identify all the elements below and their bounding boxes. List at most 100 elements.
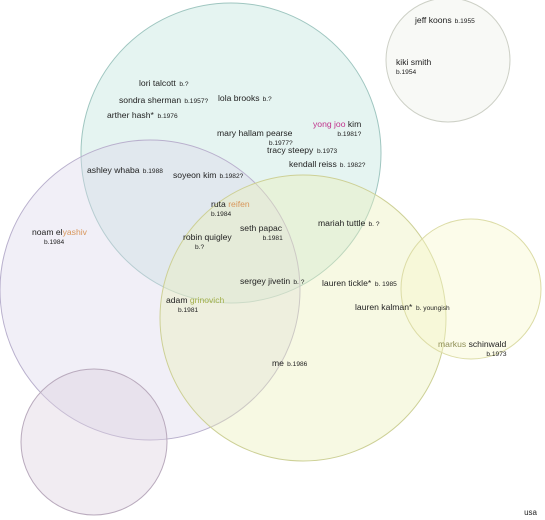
name-part: adam: [166, 295, 188, 305]
name-part: arther hash*: [107, 110, 154, 120]
person-kiki-smith: kiki smith b.1954: [396, 57, 432, 76]
person-name: lori talcott: [139, 78, 176, 88]
person-name: lauren kalman*: [355, 302, 413, 312]
person-name: robin quigley: [183, 232, 232, 242]
name-part: ruta: [211, 199, 226, 209]
name-part: robin quigley: [183, 232, 232, 242]
person-name: sondra sherman: [119, 95, 181, 105]
person-seth-papac: seth papac b.1981: [240, 223, 283, 242]
birth-year: b.1957?: [184, 98, 208, 105]
name-part: lauren kalman*: [355, 302, 413, 312]
name-part: lauren tickle*: [322, 278, 372, 288]
person-name: noam elyashiv: [32, 227, 88, 237]
name-part: reifen: [226, 199, 250, 209]
person-name: mariah tuttle: [318, 218, 366, 228]
birth-year: b. ?: [293, 279, 304, 286]
name-part: kiki smith: [396, 57, 432, 67]
person-name: me: [272, 358, 284, 368]
circle-yellow: [159, 174, 447, 462]
birth-year: b. ?: [369, 221, 380, 228]
person-name: lola brooks: [218, 93, 260, 103]
birth-year: b.1955: [455, 18, 476, 25]
person-name: soyeon kim: [173, 170, 216, 180]
name-part: noam el: [32, 227, 63, 237]
person-name: arther hash*: [107, 110, 154, 120]
person-adam-grinovich: adam grinovich b.1981: [166, 295, 224, 314]
name-part: ashley whaba: [87, 165, 140, 175]
name-part: yashiv: [63, 227, 88, 237]
person-lauren-tickle: lauren tickle*b. 1985: [322, 278, 397, 288]
person-name: sergey jivetin: [240, 276, 290, 286]
birth-year: b.1984: [44, 239, 65, 246]
birth-year: b.1988: [143, 168, 164, 175]
name-part: sondra sherman: [119, 95, 181, 105]
birth-year: b.1977?: [269, 140, 293, 147]
name-part: markus: [438, 339, 466, 349]
name-part: sergey jivetin: [240, 276, 290, 286]
name-part: grinovich: [188, 295, 225, 305]
person-name: ruta reifen: [211, 199, 250, 209]
birth-year: b.1984: [211, 211, 232, 218]
name-part: tracy steepy: [267, 145, 314, 155]
name-part: kim: [346, 119, 362, 129]
birth-year: b. youngish: [416, 305, 450, 312]
person-name: seth papac: [240, 223, 283, 233]
name-part: me: [272, 358, 284, 368]
person-markus-schinwald: markus schinwald b.1973: [438, 339, 507, 358]
person-name: adam grinovich: [166, 295, 224, 305]
person-mary-hallam-pearse: mary hallam pearse b.1977?: [217, 128, 293, 147]
birth-year: b.1981: [263, 235, 284, 242]
person-name: kiki smith: [396, 57, 432, 67]
name-part: lori talcott: [139, 78, 176, 88]
name-part: soyeon kim: [173, 170, 216, 180]
circle-lightyellow: [400, 218, 542, 360]
person-name: ashley whaba: [87, 165, 140, 175]
circle-grey: [385, 0, 511, 123]
birth-year: b.1973: [317, 148, 338, 155]
name-part: seth papac: [240, 223, 283, 233]
person-name: kendall reiss: [289, 159, 337, 169]
name-part: schinwald: [466, 339, 506, 349]
birth-year: b. 1985: [375, 281, 397, 288]
person-robin-quigley: robin quigley b.?: [183, 232, 232, 251]
person-noam-elyashiv: noam elyashiv b.1984: [32, 227, 88, 246]
person-ruta-reifen: ruta reifen b.1984: [211, 199, 250, 218]
birth-year: b.1986: [287, 361, 308, 368]
name-part: lola brooks: [218, 93, 260, 103]
name-part: kendall reiss: [289, 159, 337, 169]
person-lauren-kalman: lauren kalman*b. youngish: [355, 302, 450, 312]
person-name: jeff koons: [414, 15, 452, 25]
corner-label: usa: [524, 508, 537, 517]
birth-year: b.?: [263, 96, 272, 103]
person-name: mary hallam pearse: [217, 128, 293, 138]
name-part: mariah tuttle: [318, 218, 366, 228]
birth-year: b.1973: [486, 351, 507, 358]
birth-year: b.1982?: [219, 173, 243, 180]
person-name: lauren tickle*: [322, 278, 372, 288]
name-part: yong joo: [313, 119, 346, 129]
birth-year: b. 1982?: [340, 162, 366, 169]
person-name: markus schinwald: [438, 339, 507, 349]
birth-year: b.?: [195, 244, 204, 251]
birth-year: b.1954: [396, 69, 417, 76]
person-name: yong joo kim: [313, 119, 361, 129]
name-part: mary hallam pearse: [217, 128, 293, 138]
person-name: tracy steepy: [267, 145, 314, 155]
circle-lavender: [0, 139, 301, 441]
person-arther-hash: arther hash*b.1976: [107, 110, 178, 120]
birth-year: b.1981: [178, 307, 199, 314]
